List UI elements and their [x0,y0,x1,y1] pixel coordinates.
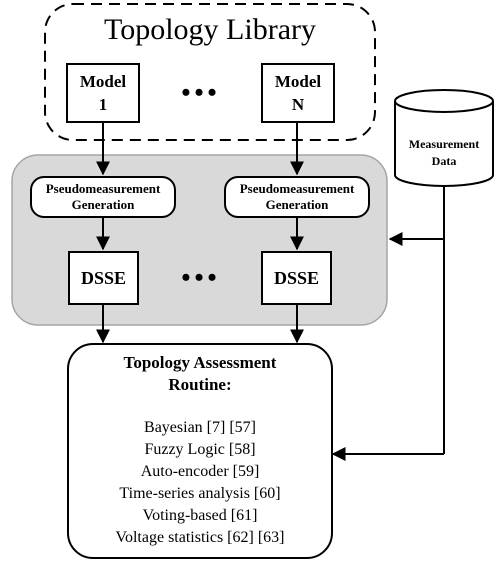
dsse-n-box: DSSE [261,251,332,305]
assessment-method-item: Auto-encoder [59] [140,463,260,480]
assessment-method-item: Bayesian [7] [57] [144,419,256,436]
pseudomeasurement-1-line2: Generation [71,197,135,212]
library-ellipsis: ••• [181,78,221,107]
model-n-index: N [291,95,305,114]
model-1-index: 1 [98,95,108,114]
measurement-data-line2: Data [431,154,457,168]
assessment-method-item: Voting-based [61] [142,507,258,524]
assessment-title-line2: Routine: [168,375,232,394]
assessment-method-item: Time-series analysis [60] [119,485,281,502]
pseudomeasurement-n-box: Pseudomeasurement Generation [224,176,370,218]
model-n-box: Model N [261,63,335,123]
topology-library-title: Topology Library [103,13,317,46]
pseudomeasurement-n-line1: Pseudomeasurement [239,181,355,196]
model-n-label: Model [274,72,322,91]
assessment-title-line1: Topology Assessment [123,353,277,372]
assessment-title: Topology Assessment Routine: [69,352,331,396]
assessment-method-list: Bayesian [7] [57] Fuzzy Logic [58] Auto-… [69,417,331,549]
pseudomeasurement-1-line1: Pseudomeasurement [45,181,161,196]
assessment-method-item: Fuzzy Logic [58] [144,441,256,458]
pseudomeasurement-1-box: Pseudomeasurement Generation [30,176,176,218]
topology-library-boundary [44,3,376,141]
model-1-box: Model 1 [66,63,140,123]
topology-assessment-box: Topology Assessment Routine: Bayesian [7… [67,343,333,559]
dsse-ellipsis: ••• [181,263,221,292]
model-1-label: Model [79,72,127,91]
measurement-data-label: Measurement Data [395,128,493,178]
measurement-data-line1: Measurement [408,137,480,151]
measurement-data-cylinder [394,89,494,187]
dsse-1-box: DSSE [68,251,139,305]
pseudomeasurement-n-line2: Generation [265,197,329,212]
assessment-method-item: Voltage statistics [62] [63] [115,529,285,546]
